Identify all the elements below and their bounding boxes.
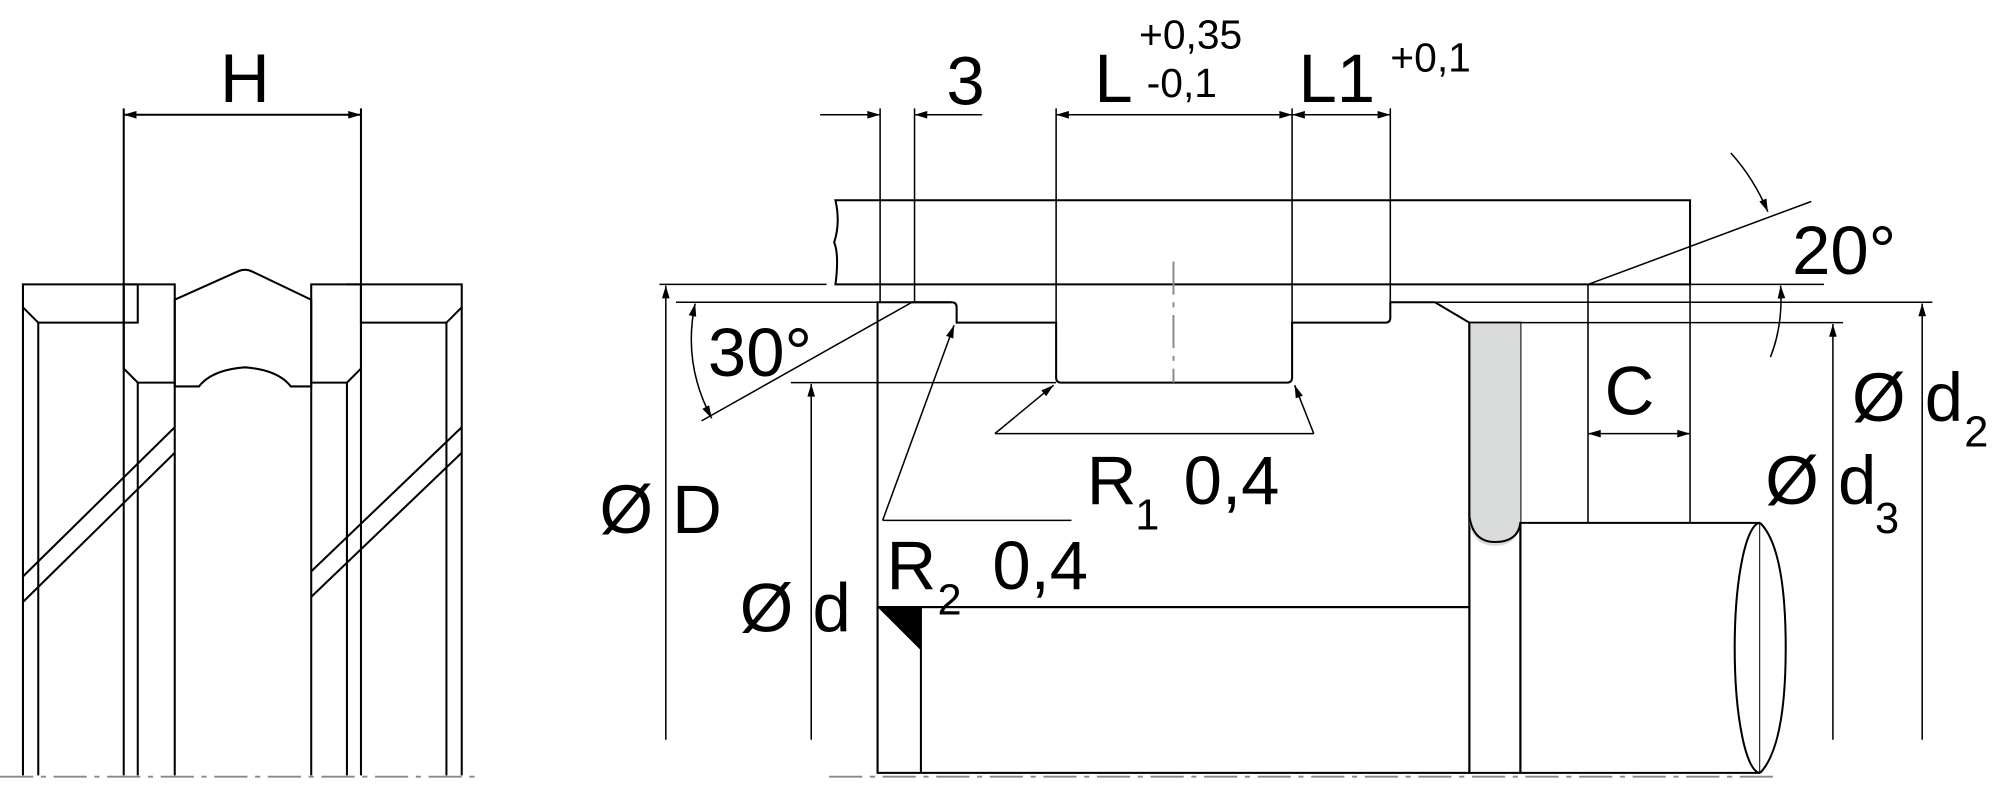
label-R1: R — [1087, 442, 1137, 519]
label-R1-sub: 1 — [1135, 491, 1159, 539]
left-ring-band — [21, 283, 139, 324]
label-L: L — [1094, 40, 1132, 117]
left-backup-ring — [122, 283, 176, 384]
hatch-lines — [22, 426, 463, 603]
label-L1-tol: +0,1 — [1390, 34, 1471, 80]
label-R2-sub: 2 — [938, 577, 962, 625]
right-backup-ring — [310, 283, 362, 384]
label-R2: R — [886, 527, 936, 604]
blue-seal-profile — [173, 268, 313, 388]
label-L-lower-tol: -0,1 — [1147, 60, 1217, 106]
seal-cross-section-view: H — [0, 40, 475, 778]
housing — [833, 199, 1692, 286]
label-C: C — [1605, 352, 1655, 429]
shaft-large — [1519, 521, 1762, 774]
right-ring-band — [346, 283, 463, 324]
label-dia-D: Ø D — [599, 471, 721, 548]
shaft-lower — [876, 606, 1471, 774]
label-dia-d2: Ø d — [1852, 359, 1963, 436]
label-30-deg: 30° — [708, 314, 812, 391]
label-dia-d2-sub: 2 — [1964, 408, 1988, 456]
label-L1: L1 — [1298, 40, 1375, 117]
label-3: 3 — [946, 43, 984, 120]
label-20-deg: 20° — [1792, 212, 1896, 289]
label-dia-d3: Ø d — [1765, 442, 1876, 519]
label-dia-d3-sub: 3 — [1875, 495, 1899, 543]
groove-drawing: 3 L +0,35 -0,1 L1 +0,1 30° 20° C Ø D Ø d… — [599, 11, 1988, 785]
label-R1-value: 0,4 — [1184, 442, 1280, 519]
label-dia-d: Ø d — [740, 569, 851, 646]
label-L-upper-tol: +0,35 — [1139, 11, 1242, 57]
chamfer-black — [877, 607, 921, 651]
piston-body — [876, 301, 1471, 773]
label-H: H — [220, 40, 270, 117]
label-R2-value: 0,4 — [992, 527, 1088, 604]
